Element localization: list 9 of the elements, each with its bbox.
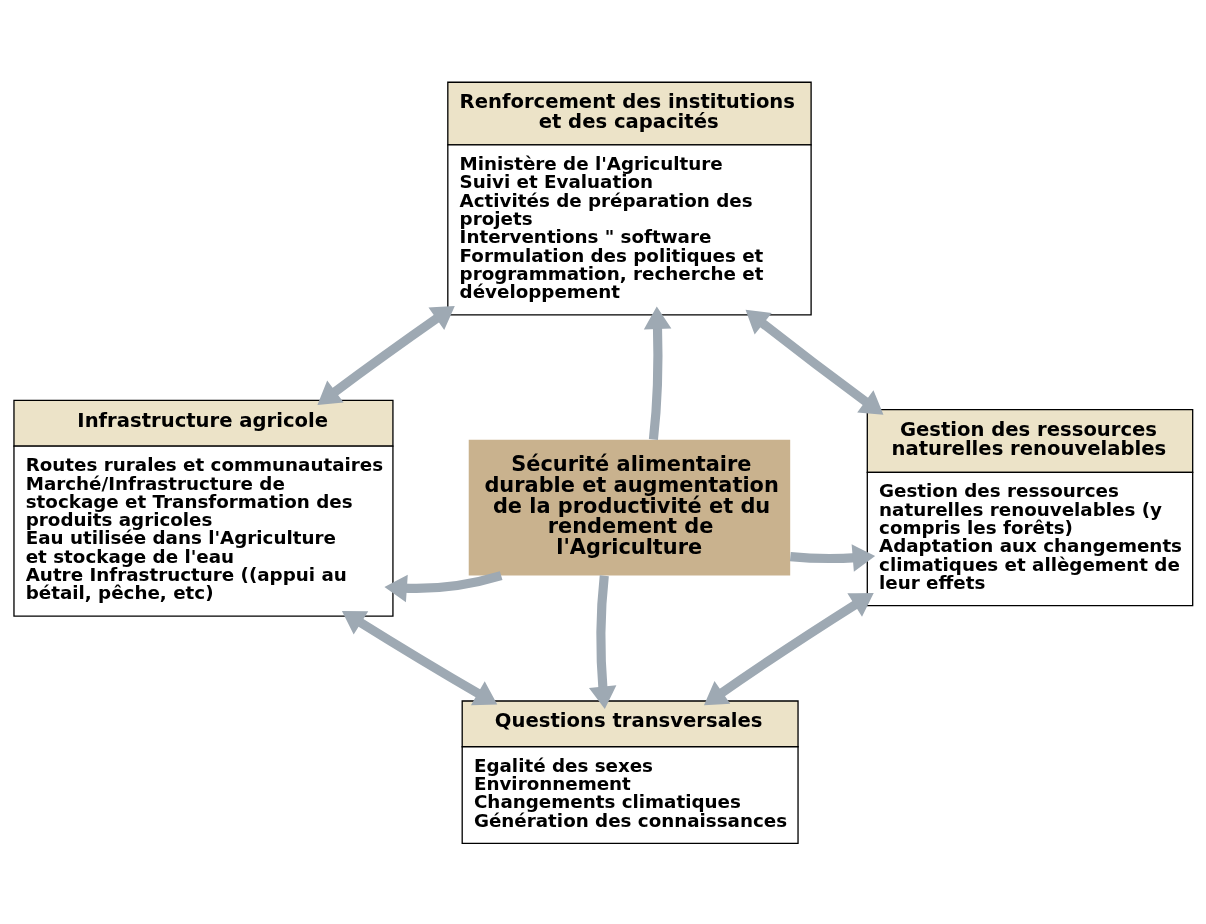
arrow (703, 592, 874, 705)
arrow (317, 305, 455, 405)
node-box: Sécurité alimentaire durable et augmentation de la productivité et du rendement de l'Agriculture (468, 439, 791, 576)
arrow (384, 570, 503, 602)
arrow (588, 574, 617, 709)
arrow (341, 610, 498, 705)
arrow (789, 543, 876, 572)
arrow (745, 309, 884, 415)
arrow (643, 306, 672, 440)
